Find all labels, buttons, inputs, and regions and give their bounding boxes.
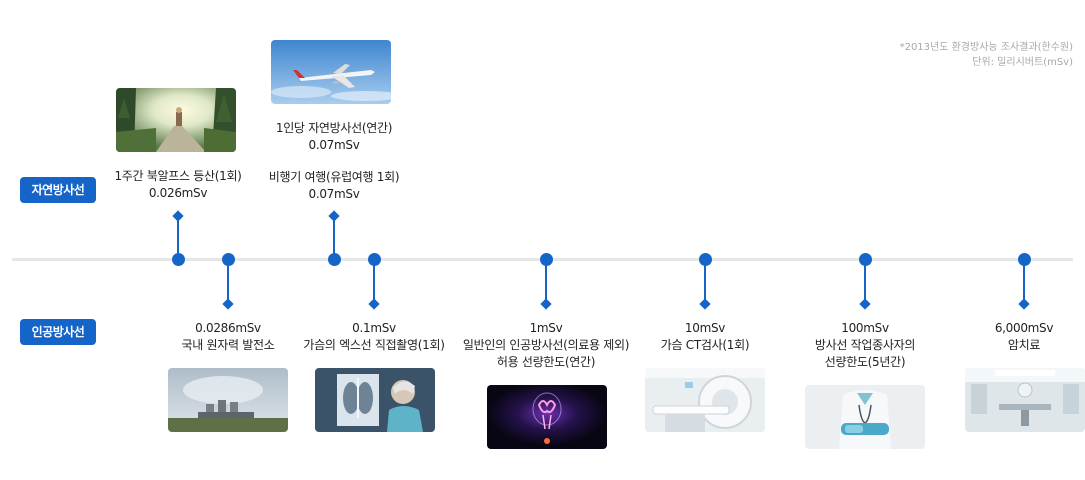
glowing-bulb-photo (487, 385, 607, 449)
marker-dot (858, 253, 872, 266)
ct-scanner-photo (645, 368, 765, 432)
marker-dot (221, 253, 235, 266)
marker-diamond (540, 298, 552, 310)
label-treatment: 6,000mSv 암치료 (994, 321, 1054, 352)
marker-dot (1017, 253, 1031, 266)
treatment-room-photo (965, 368, 1085, 432)
label-public-limit: 1mSv 일반인의 인공방사선(의료용 제외) 허용 선량한도(연간) (462, 321, 630, 369)
marker-dot (327, 253, 341, 266)
medical-worker-photo (805, 385, 925, 449)
note-source: *2013년도 환경방사능 조사결과(한수원) (899, 42, 1073, 53)
marker-dot (698, 253, 712, 266)
label-power-plant: 0.0286mSv 국내 원자력 발전소 (181, 321, 275, 352)
marker-stem (864, 260, 866, 302)
marker-diamond (1018, 298, 1030, 310)
chest-xray-photo (315, 368, 435, 432)
marker-stem (704, 260, 706, 302)
note-unit: 단위: 밀리시버트(mSv) (972, 57, 1073, 68)
marker-stem (177, 216, 179, 258)
badge-natural: 자연방사선 (20, 177, 96, 203)
forest-hiker-photo (116, 88, 236, 152)
label-hiking: 1주간 북알프스 등산(1회) 0.026mSv (114, 169, 242, 200)
marker-dot (171, 253, 185, 266)
marker-diamond (222, 298, 234, 310)
marker-stem (373, 260, 375, 302)
marker-diamond (368, 298, 380, 310)
power-plant-photo (168, 368, 288, 432)
marker-stem (1023, 260, 1025, 302)
marker-stem (227, 260, 229, 302)
marker-dot (367, 253, 381, 266)
label-flight: 1인당 자연방사선(연간) 0.07mSv 비행기 여행(유럽여행 1회) 0.… (268, 121, 400, 201)
label-worker: 100mSv 방사선 작업종사자의 선량한도(5년간) (814, 321, 916, 369)
badge-artificial: 인공방사선 (20, 319, 96, 345)
marker-diamond (699, 298, 711, 310)
label-xray: 0.1mSv 가슴의 엑스선 직접촬영(1회) (303, 321, 445, 352)
label-ct: 10mSv 가슴 CT검사(1회) (660, 321, 750, 352)
marker-diamond (859, 298, 871, 310)
airplane-sky-photo (271, 40, 391, 104)
marker-dot (539, 253, 553, 266)
note: *2013년도 환경방사능 조사결과(한수원) 단위: 밀리시버트(mSv) (900, 40, 1073, 70)
marker-stem (333, 216, 335, 258)
marker-stem (545, 260, 547, 302)
